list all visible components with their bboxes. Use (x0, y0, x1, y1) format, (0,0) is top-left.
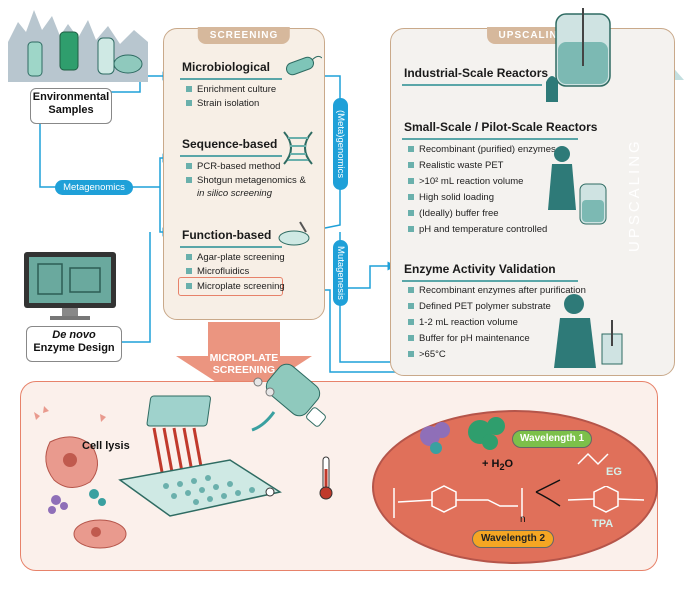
lab-scientist-illustration (540, 290, 630, 375)
list-item: PCR-based method (186, 161, 280, 172)
list-item: Microfluidics (186, 266, 249, 277)
thermometer-icon (318, 455, 334, 506)
enzyme-design-label: Enzyme Design (33, 342, 115, 354)
pilot-reactor-illustration (540, 140, 610, 245)
industrial-reactor-illustration (540, 6, 616, 107)
upscaling-arrow-label: UPSCALING (626, 138, 643, 252)
cell-lysis-label: Cell lysis (82, 440, 130, 452)
list-item: Buffer for pH maintenance (408, 333, 530, 344)
petri-dish-icon (276, 218, 312, 253)
industrial-title: Industrial-Scale Reactors (404, 66, 549, 80)
in-silico-text: in silico screening (197, 188, 272, 199)
eg-label: EG (606, 466, 622, 478)
metagenomics-pill: Metagenomics (55, 180, 133, 195)
polymer-n-label: n (520, 514, 526, 525)
list-item: (Ideally) buffer free (408, 208, 499, 219)
computer-monitor-illustration (22, 250, 118, 322)
sequence-based-title: Sequence-based (182, 137, 278, 151)
list-item: Enrichment culture (186, 84, 276, 95)
eg-molecule-illustration (574, 448, 624, 473)
pilot-title: Small-Scale / Pilot-Scale Reactors (404, 120, 598, 134)
validation-rule (402, 280, 578, 282)
screening-label: SCREENING (212, 364, 276, 376)
list-item: Recombinant enzymes after purification (408, 285, 586, 296)
list-item: 1-2 mL reaction volume (408, 317, 518, 328)
pet-polymer-illustration (388, 478, 528, 533)
list-item: in silico screening (197, 188, 272, 199)
list-item: Agar-plate screening (186, 252, 285, 263)
wavelength-1-badge: Wavelength 1 (512, 430, 592, 448)
enzyme-structure-illustration (410, 412, 520, 467)
de-novo-box: De novo Enzyme Design (26, 326, 122, 362)
dna-helix-icon (280, 128, 316, 173)
cell-lysis-illustration (30, 402, 150, 557)
list-item: Microplate screening (186, 281, 285, 292)
validation-title: Enzyme Activity Validation (404, 262, 556, 276)
tpa-label: TPA (592, 518, 614, 530)
function-based-rule (180, 246, 282, 248)
microplate-screening-arrow (176, 322, 312, 400)
list-item: Shotgun metagenomics & (186, 175, 306, 186)
de-novo-label: De novo (52, 329, 96, 341)
microplate-pipette-illustration (110, 388, 290, 523)
microbiological-title: Microbiological (182, 60, 271, 74)
environmental-samples-label: Environmental Samples (32, 91, 110, 116)
environmental-samples-box: Environmental Samples (30, 88, 112, 124)
industrial-rule (402, 84, 542, 86)
water-subscript: 2 (499, 462, 505, 473)
tpa-molecule-illustration (560, 485, 650, 525)
branch-arrows (534, 476, 564, 515)
function-based-title: Function-based (182, 228, 272, 242)
mutagenesis-vertical-pill: Mutagenesis (333, 240, 348, 306)
environmental-samples-illustration (8, 2, 148, 82)
list-item: >10² mL reaction volume (408, 176, 523, 187)
meta-genomics-vertical-pill: (Meta)genomics (333, 98, 348, 190)
wavelength-2-badge: Wavelength 2 (472, 530, 554, 548)
screening-tag: SCREENING (197, 27, 291, 44)
list-item: Recombinant (purified) enzymes (408, 144, 556, 155)
list-item: Strain isolation (186, 98, 259, 109)
microplate-label: MICROPLATE (209, 352, 279, 364)
water-text-end: O (504, 458, 514, 470)
list-item: Realistic waste PET (408, 160, 503, 171)
sequence-based-rule (180, 155, 282, 157)
microbiological-rule (180, 78, 282, 80)
list-item: pH and temperature controlled (408, 224, 547, 235)
water-label: + H2O (482, 458, 513, 472)
list-item: Defined PET polymer substrate (408, 301, 551, 312)
list-item: High solid loading (408, 192, 494, 203)
reagent-bottle-illustration (248, 362, 348, 447)
microplate-screening-label: MICROPLATE SCREENING (196, 352, 292, 376)
list-item: >65°C (408, 349, 446, 360)
bacterium-icon (282, 52, 323, 87)
pilot-rule (402, 138, 578, 140)
water-text: + H (482, 458, 500, 470)
